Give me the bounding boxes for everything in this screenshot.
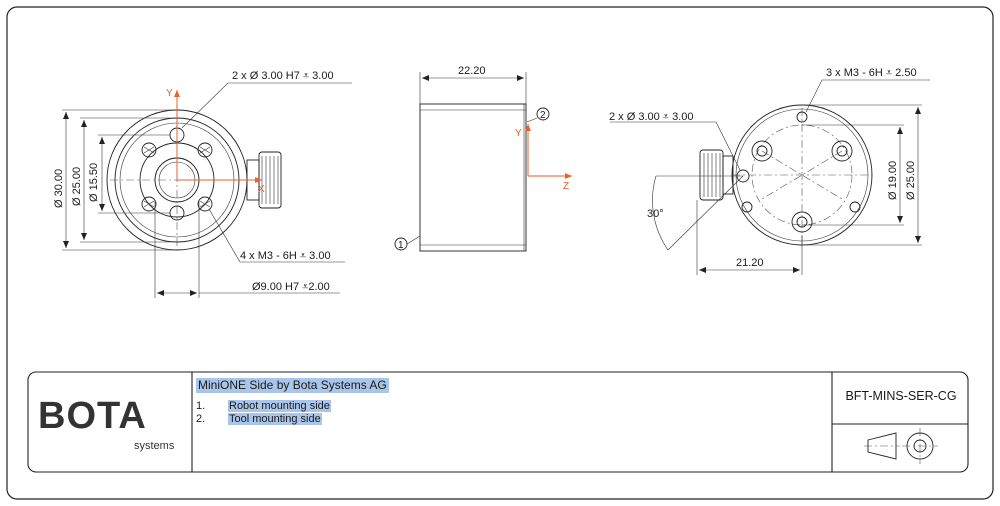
back-cable-connector <box>699 149 734 201</box>
front-dim-inner: Ø 15.50 <box>88 163 100 202</box>
front-view: Y X Ø 30.00 Ø 25.00 Ø 15.50 2 x Ø 3.00 H… <box>53 70 352 298</box>
legend-item-1-label: Robot mounting side <box>228 400 331 412</box>
thread-hole-br <box>197 196 213 212</box>
side-dim-length: 22.20 <box>458 65 486 77</box>
drawing-title: MiniONE Side by Bota Systems AG <box>196 378 389 393</box>
thread-hole-tl <box>141 142 157 158</box>
back-small-hole-br <box>849 201 861 213</box>
back-dim-pin-holes: 2 x Ø 3.00 ⩡ 3.00 <box>609 111 693 123</box>
back-dim-threads: 3 x M3 - 6H ⩡ 2.50 <box>826 67 917 79</box>
sheet-border <box>6 6 994 500</box>
side-axis-z-label: Z <box>563 181 569 192</box>
thread-hole-bl <box>141 196 157 212</box>
thread-hole-tr <box>197 142 213 158</box>
back-dim-angle: 30° <box>647 208 664 220</box>
balloon-2-label: 2 <box>540 110 546 121</box>
legend-item-2-label: Tool mounting side <box>228 413 322 425</box>
back-dim-offset: 21.20 <box>736 257 764 269</box>
back-dim-outer: Ø 25.00 <box>905 161 917 200</box>
side-view: 22.20 Y Z 1 2 <box>394 65 572 252</box>
bota-logo-sub: systems <box>134 440 175 452</box>
back-view: 3 x M3 - 6H ⩡ 2.50 2 x Ø 3.00 ⩡ 3.00 30°… <box>609 67 930 275</box>
legend-item-2-number: 2. <box>196 413 206 425</box>
balloon-2 <box>536 107 550 121</box>
side-body <box>419 103 527 252</box>
back-counterbore-left <box>751 140 773 162</box>
back-dim-pcd: Ø 19.00 <box>887 161 899 200</box>
back-small-hole-bl <box>741 201 753 213</box>
part-code: BFT-MINS-SER-CG <box>845 389 957 403</box>
legend-item-1-number: 1. <box>196 400 206 412</box>
front-dim-outer: Ø 30.00 <box>53 169 65 208</box>
front-dim-mid: Ø 25.00 <box>71 167 83 206</box>
front-dim-bore: Ø9.00 H7 ⩡2.00 <box>252 281 330 293</box>
bota-logo: BOTA <box>38 395 147 437</box>
front-dim-threads: 4 x M3 - 6H ⩡ 3.00 <box>240 250 331 262</box>
back-counterbore-right <box>831 140 853 162</box>
projection-symbol <box>864 428 938 464</box>
front-axis-y-label: Y <box>166 88 173 99</box>
title-block-frame <box>27 371 969 473</box>
front-axis-x-label: X <box>258 184 265 195</box>
side-axis-y-label: Y <box>515 128 522 139</box>
balloon-1-label: 1 <box>398 240 404 251</box>
front-dim-pin-holes: 2 x Ø 3.00 H7 ⩡ 3.00 <box>232 70 334 82</box>
